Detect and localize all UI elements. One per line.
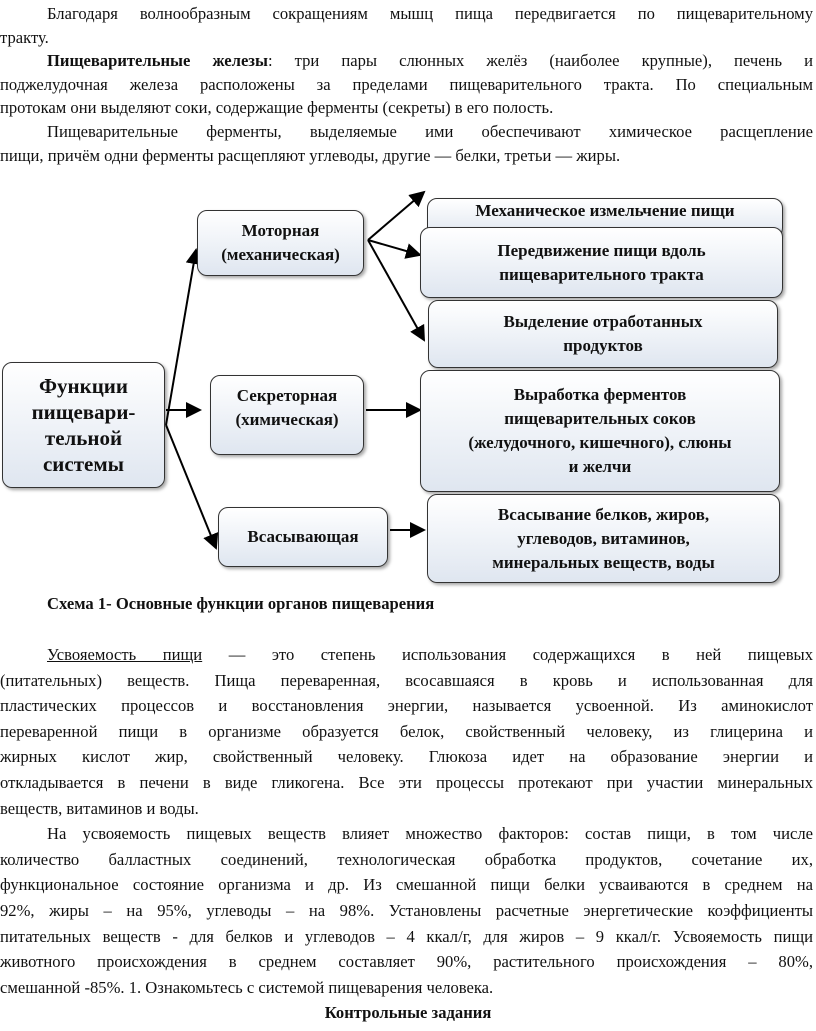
text-line: Усвояемость пищи — это степень использов… (0, 642, 813, 668)
diagram-caption: Схема 1- Основные функции органов пищева… (47, 594, 435, 613)
motor-box: Моторная(механическая) (197, 210, 364, 276)
text-line: переваренной пищи в организме образуется… (0, 721, 813, 741)
text-line: питательных веществ - для белков и углев… (0, 926, 813, 946)
term-digestibility: Усвояемость пищи (47, 645, 203, 664)
term-digestive-glands: Пищеварительные железы (47, 51, 268, 71)
text-line: протокам они выделяют соки, содержащие ф… (0, 98, 554, 118)
text-line: На усвояемость пищевых веществ влияет мн… (47, 824, 813, 844)
text-line: поджелудочная железа расположены за пред… (0, 74, 813, 94)
text-span: : три пары слюнных желёз (наиболее крупн… (267, 51, 813, 71)
text-line: 92%, жиры – на 95%, углеводы – на 98%. У… (0, 900, 813, 920)
text-line: Благодаря волнообразным сокращениям мышц… (47, 4, 813, 23)
arrow-to-motor (165, 248, 202, 426)
diagram-arrows (165, 190, 426, 550)
text-line: (питательных) веществ. Пища переваренная… (0, 670, 813, 690)
intro-text: Благодаря волнообразным сокращениям мышц… (0, 2, 813, 167)
text-line: функциональное состояние организма и др.… (0, 875, 813, 895)
text-span: — это степень использования содержащихся… (202, 645, 813, 664)
arrow-to-excretion (367, 239, 425, 342)
text-line: жирных кислот жир, свойственный человеку… (0, 747, 813, 767)
text-line: животного происхождения в среднем состав… (0, 952, 813, 972)
body-text: Усвояемость пищи — это степень использов… (0, 642, 813, 1000)
text-line: Пищеварительные ферменты, выделяемые ими… (47, 121, 813, 141)
section-title: Контрольные задания (324, 1003, 492, 1022)
text-line: Пищеварительные железы: три пары слюнных… (0, 49, 813, 73)
text-line: количество балластных соединений, технол… (0, 849, 813, 869)
text-line: пластических процессов и восстановления … (0, 696, 813, 716)
text-line: смешанной -85%. 1. Ознакомьтесь с систем… (0, 977, 494, 997)
secretory-box: Секреторная(химическая) (210, 375, 364, 455)
arrow-to-grinding (367, 190, 426, 241)
absorption-box: Всасывание белков, жиров,углеводов, вита… (427, 494, 780, 583)
text-line: пищи, причём одни ферменты расщепляют уг… (0, 145, 621, 165)
arrow-to-movement (367, 239, 422, 259)
absorbing-box: Всасывающая (218, 507, 388, 567)
text-line: тракту. (0, 27, 49, 47)
text-line: веществ, витаминов и воды. (0, 798, 199, 818)
arrow-to-absorbing (165, 424, 219, 550)
text-line: откладывается в печени в виде гликогена.… (0, 772, 813, 792)
